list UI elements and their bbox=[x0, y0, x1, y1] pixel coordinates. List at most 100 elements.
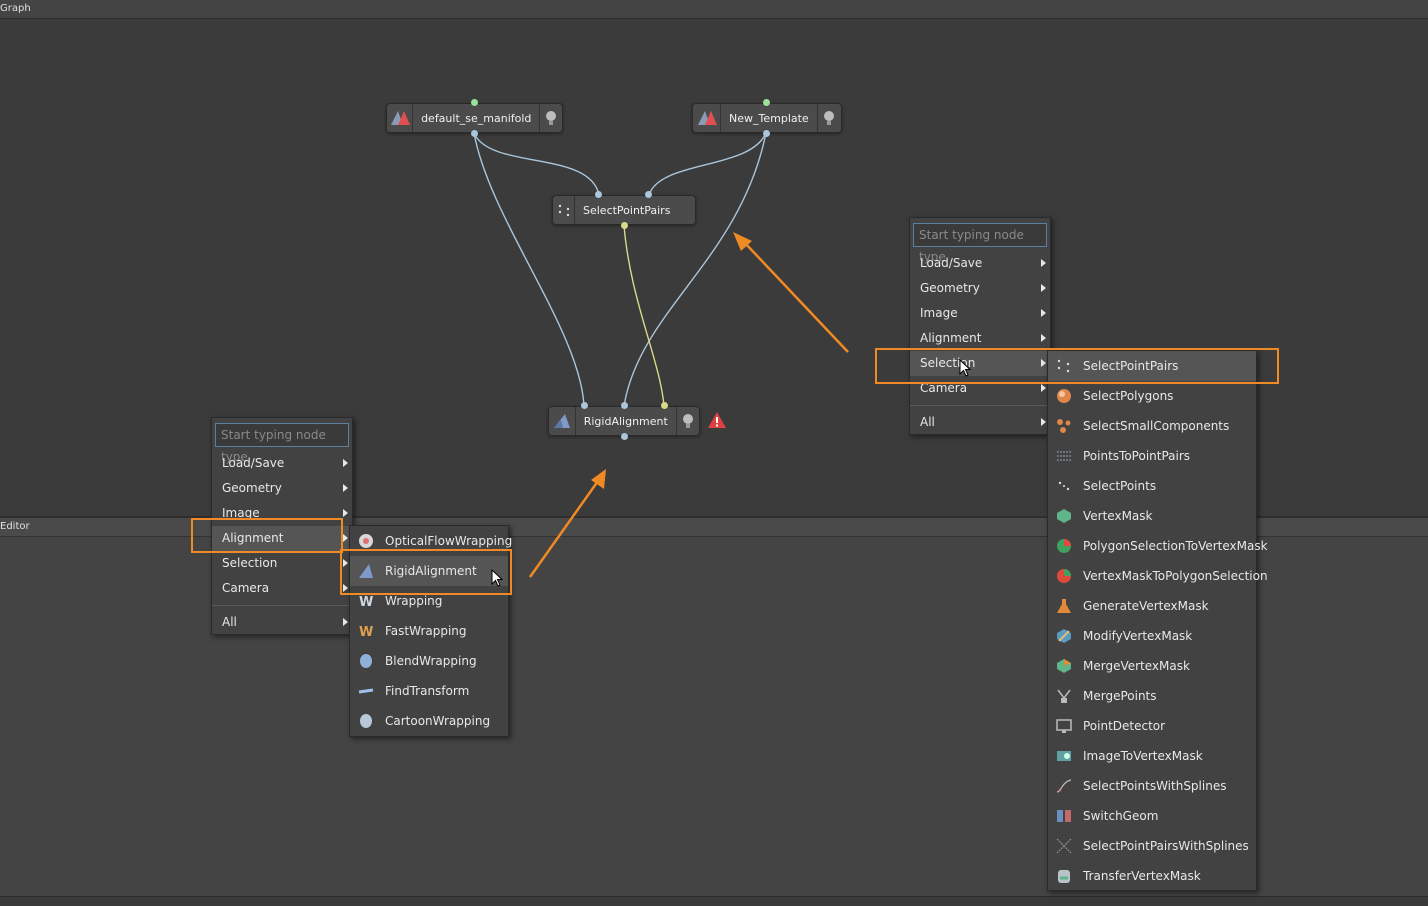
node-type-search-input[interactable]: Start typing node type bbox=[215, 423, 349, 464]
submenu-item-image-to-vertex-mask[interactable]: ImageToVertexMask bbox=[1048, 741, 1256, 771]
menu-item-image[interactable]: Image bbox=[212, 501, 352, 526]
submenu-item-select-polygons[interactable]: SelectPolygons bbox=[1048, 381, 1256, 411]
menu-item-label: Image bbox=[222, 506, 260, 520]
editor-bottom-bar bbox=[0, 896, 1428, 906]
bulb-icon[interactable] bbox=[539, 104, 562, 132]
submenu-arrow-icon bbox=[1041, 359, 1046, 367]
point-detector-icon bbox=[1056, 718, 1072, 734]
point-pairs-icon bbox=[553, 196, 575, 224]
menu-item-geometry[interactable]: Geometry bbox=[910, 276, 1050, 301]
submenu-item-select-points[interactable]: SelectPoints bbox=[1048, 471, 1256, 501]
submenu-item-select-small-components[interactable]: SelectSmallComponents bbox=[1048, 411, 1256, 441]
output-port[interactable] bbox=[621, 433, 628, 440]
menu-item-label: Camera bbox=[222, 581, 270, 595]
submenu-item-optical-flow-wrapping[interactable]: OpticalFlowWrapping bbox=[350, 526, 512, 556]
submenu-item-label: RigidAlignment bbox=[385, 564, 477, 578]
submenu-item-transfer-vertex-mask[interactable]: TransferVertexMask bbox=[1048, 861, 1256, 891]
select-polygons-icon bbox=[1056, 388, 1072, 404]
pairs-splines-icon bbox=[1056, 838, 1072, 854]
node-rigid-alignment[interactable]: RigidAlignment bbox=[548, 406, 700, 436]
submenu-arrow-icon bbox=[1041, 284, 1046, 292]
input-port[interactable] bbox=[471, 99, 478, 106]
menu-item-label: Geometry bbox=[222, 481, 282, 495]
input-port[interactable] bbox=[595, 191, 602, 198]
input-port[interactable] bbox=[645, 191, 652, 198]
submenu-item-vertex-mask[interactable]: VertexMask bbox=[1048, 501, 1256, 531]
menu-item-load-save[interactable]: Load/Save bbox=[910, 251, 1050, 276]
menu-item-label: Load/Save bbox=[920, 256, 983, 270]
submenu-item-merge-points[interactable]: MergePoints bbox=[1048, 681, 1256, 711]
input-port[interactable] bbox=[763, 99, 770, 106]
menu-item-load-save[interactable]: Load/Save bbox=[212, 451, 352, 476]
menu-separator bbox=[910, 405, 1050, 406]
submenu-item-points-to-point-pairs[interactable]: PointsToPointPairs bbox=[1048, 441, 1256, 471]
submenu-arrow-icon bbox=[343, 584, 348, 592]
menu-item-geometry[interactable]: Geometry bbox=[212, 476, 352, 501]
submenu-item-label: VertexMaskToPolygonSelection bbox=[1083, 569, 1268, 583]
input-port[interactable] bbox=[661, 402, 668, 409]
menu-item-label: Image bbox=[920, 306, 958, 320]
submenu-item-switch-geom[interactable]: SwitchGeom bbox=[1048, 801, 1256, 831]
submenu-item-label: SelectPoints bbox=[1083, 479, 1157, 493]
selection-submenu[interactable]: SelectPointPairs SelectPolygons SelectSm… bbox=[1047, 350, 1268, 891]
submenu-item-label: MergePoints bbox=[1083, 689, 1157, 703]
left-node-menu[interactable]: Start typing node type Load/Save Geometr… bbox=[211, 417, 353, 635]
rigid-alignment-icon bbox=[358, 563, 374, 579]
node-type-search-input[interactable]: Start typing node type bbox=[913, 223, 1047, 264]
generate-mask-icon bbox=[1056, 598, 1072, 614]
output-port[interactable] bbox=[763, 130, 770, 137]
select-points-icon bbox=[1056, 478, 1072, 494]
submenu-item-label: CartoonWrapping bbox=[385, 714, 491, 728]
menu-item-selection[interactable]: Selection bbox=[212, 551, 352, 576]
submenu-item-label: SelectPointPairsWithSplines bbox=[1083, 839, 1249, 853]
submenu-item-select-point-pairs[interactable]: SelectPointPairs bbox=[1048, 351, 1256, 381]
submenu-arrow-icon bbox=[1041, 418, 1046, 426]
point-pairs-icon bbox=[1056, 358, 1072, 374]
submenu-item-polygon-selection-to-vertex-mask[interactable]: PolygonSelectionToVertexMask bbox=[1048, 531, 1268, 561]
submenu-item-find-transform[interactable]: FindTransform bbox=[350, 676, 508, 706]
node-label: default_se_manifold bbox=[421, 111, 532, 125]
submenu-item-cartoon-wrapping[interactable]: CartoonWrapping bbox=[350, 706, 508, 736]
bulb-icon[interactable] bbox=[675, 407, 699, 435]
blend-wrapping-icon bbox=[358, 653, 374, 669]
submenu-item-merge-vertex-mask[interactable]: MergeVertexMask bbox=[1048, 651, 1256, 681]
manifold-icon bbox=[693, 104, 722, 132]
node-new-template[interactable]: New_Template bbox=[692, 103, 842, 133]
menu-item-label: Load/Save bbox=[222, 456, 285, 470]
submenu-item-select-points-with-splines[interactable]: SelectPointsWithSplines bbox=[1048, 771, 1256, 801]
right-node-menu[interactable]: Start typing node type Load/Save Geometr… bbox=[909, 217, 1051, 435]
highlight-box-rigid-alignment bbox=[340, 549, 512, 595]
node-default-se-manifold[interactable]: default_se_manifold bbox=[386, 103, 563, 133]
submenu-item-label: SelectPointPairs bbox=[1083, 359, 1179, 373]
menu-item-label: All bbox=[222, 615, 237, 629]
menu-item-camera[interactable]: Camera bbox=[910, 376, 1050, 401]
highlight-box-alignment bbox=[191, 518, 343, 553]
menu-item-all[interactable]: All bbox=[212, 610, 352, 635]
submenu-item-rigid-alignment[interactable]: RigidAlignment bbox=[350, 556, 508, 586]
menu-item-camera[interactable]: Camera bbox=[212, 576, 352, 601]
menu-item-alignment[interactable]: Alignment bbox=[212, 526, 352, 551]
menu-item-alignment[interactable]: Alignment bbox=[910, 326, 1050, 351]
output-port[interactable] bbox=[471, 130, 478, 137]
bulb-icon[interactable] bbox=[816, 104, 841, 132]
submenu-item-label: FastWrapping bbox=[385, 624, 467, 638]
submenu-item-label: SelectSmallComponents bbox=[1083, 419, 1230, 433]
submenu-item-point-detector[interactable]: PointDetector bbox=[1048, 711, 1256, 741]
node-select-point-pairs[interactable]: SelectPointPairs bbox=[552, 195, 696, 225]
input-port[interactable] bbox=[581, 402, 588, 409]
submenu-item-label: VertexMask bbox=[1083, 509, 1153, 523]
output-port[interactable] bbox=[621, 222, 628, 229]
submenu-item-modify-vertex-mask[interactable]: ModifyVertexMask bbox=[1048, 621, 1256, 651]
submenu-item-blend-wrapping[interactable]: BlendWrapping bbox=[350, 646, 508, 676]
input-port[interactable] bbox=[621, 402, 628, 409]
submenu-arrow-icon bbox=[343, 618, 348, 626]
submenu-item-select-point-pairs-with-splines[interactable]: SelectPointPairsWithSplines bbox=[1048, 831, 1256, 861]
menu-item-image[interactable]: Image bbox=[910, 301, 1050, 326]
submenu-item-label: ModifyVertexMask bbox=[1083, 629, 1193, 643]
menu-item-all[interactable]: All bbox=[910, 410, 1050, 435]
submenu-item-vertex-mask-to-polygon-selection[interactable]: VertexMaskToPolygonSelection bbox=[1048, 561, 1268, 591]
submenu-item-generate-vertex-mask[interactable]: GenerateVertexMask bbox=[1048, 591, 1256, 621]
